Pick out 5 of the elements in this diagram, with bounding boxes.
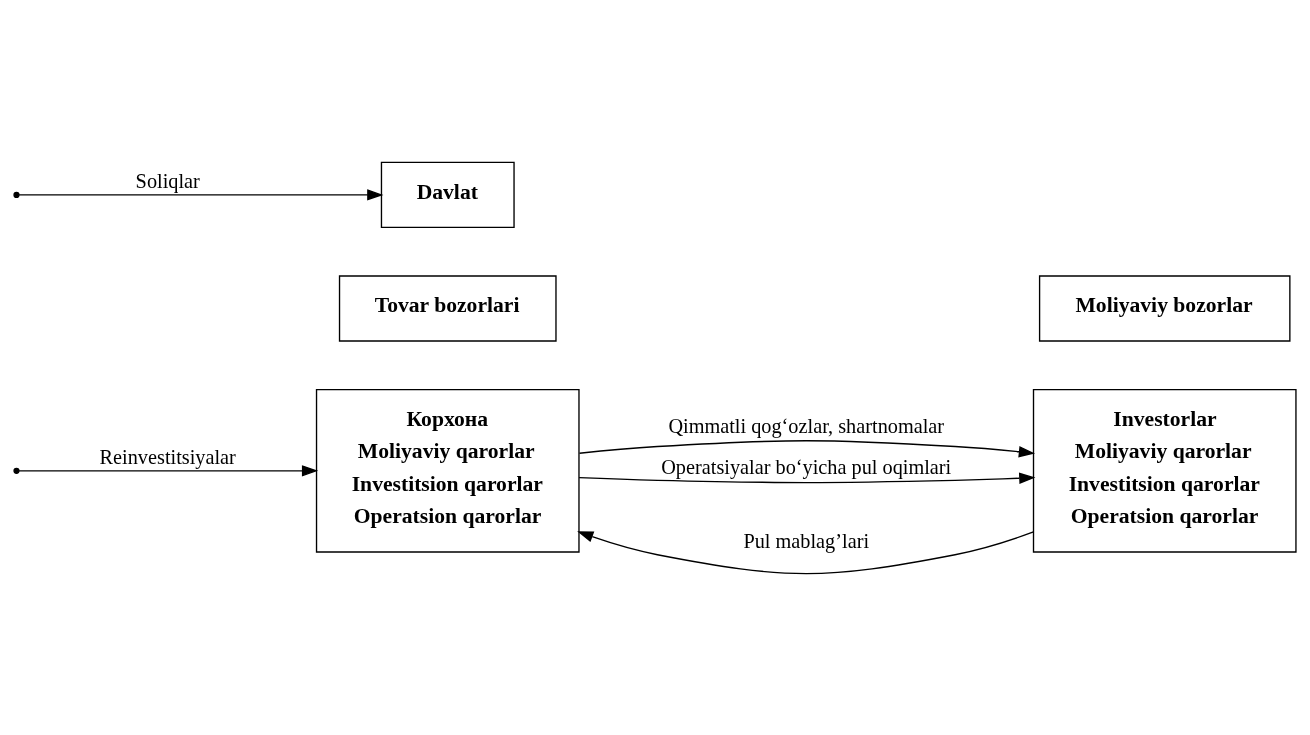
edge-label: Operatsiyalar bo‘yicha pul oqimlari [661,455,952,478]
edge-label: Reinvestitsiyalar [99,445,236,468]
edge-label: Soliqlar [135,169,200,192]
edge-label: Qimmatli qog‘ozlar, shartnomalar [668,414,945,437]
edge-label: Pul mablag’lari [743,529,870,552]
